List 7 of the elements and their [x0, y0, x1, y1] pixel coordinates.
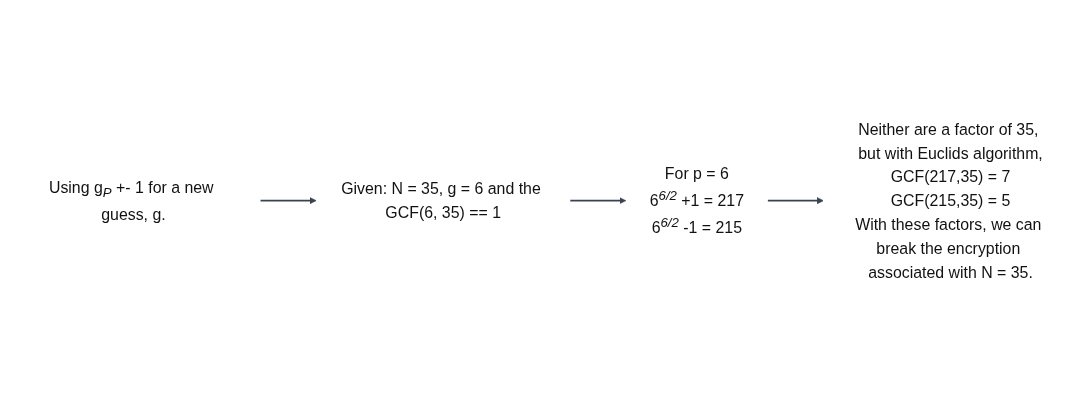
- node-text: Neither are a factor of 35, but with Euclids algorithm, GCF(217,35) = 7 GCF(215,35) = 5 With these factors, we can break the encryption associated with N = 35.: [855, 120, 1043, 281]
- arrow: [569, 197, 627, 204]
- node-text: Given: N = 35, g = 6 and the GCF(6, 35) == 1: [341, 179, 541, 222]
- node-text: For p = 6 6$^{6/2}$ +1 = 217 6$^{6/2}$ -1 = 215: [649, 165, 745, 236]
- arrow: [767, 197, 824, 204]
- node-text: Using g$_{P}$ +- 1 for a new guess, g.: [48, 178, 214, 223]
- arrow: [259, 197, 317, 204]
